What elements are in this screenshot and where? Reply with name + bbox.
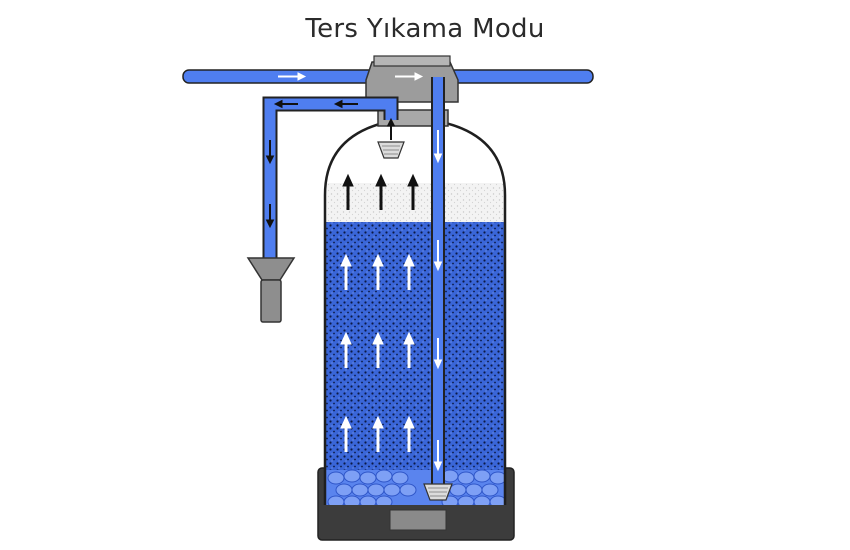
arrow-up-icon <box>372 415 384 452</box>
filter-tank <box>323 116 507 505</box>
inlet-flow-arrows <box>278 72 424 81</box>
arrow-up-icon <box>403 331 415 368</box>
upper-distributor-icon <box>377 141 405 159</box>
drain-line <box>262 96 399 258</box>
freeboard-zone <box>325 183 505 223</box>
arrow-down-icon <box>433 240 443 272</box>
diagram-title: Ters Yıkama Modu <box>305 14 545 44</box>
gravel-layer <box>325 469 505 505</box>
riser-flow-arrows <box>433 130 443 472</box>
freeboard-flow-arrows <box>342 173 419 210</box>
arrow-right-icon <box>278 72 307 81</box>
arrow-up-icon <box>403 415 415 452</box>
arrow-up-icon <box>372 331 384 368</box>
arrow-down-icon <box>433 338 443 370</box>
arrow-down-icon <box>433 440 443 472</box>
arrow-up-icon <box>340 253 352 290</box>
arrow-right-icon <box>395 72 424 81</box>
arrow-left-icon <box>273 99 298 109</box>
arrow-down-icon <box>265 140 275 165</box>
arrow-up-icon <box>403 253 415 290</box>
arrow-up-icon <box>340 331 352 368</box>
arrow-up-icon <box>342 173 354 210</box>
lower-distributor-icon <box>423 483 453 501</box>
drain-funnel <box>246 257 296 323</box>
arrow-up-icon <box>386 117 396 140</box>
media-flow-arrows <box>340 253 415 452</box>
media-bed <box>325 222 505 505</box>
arrow-up-icon <box>407 173 419 210</box>
arrow-up-icon <box>375 173 387 210</box>
arrow-up-icon <box>372 253 384 290</box>
arrow-left-icon <box>333 99 358 109</box>
drain-flow-arrows <box>265 99 396 229</box>
arrow-down-icon <box>433 130 443 164</box>
arrow-down-icon <box>265 204 275 229</box>
arrow-up-icon <box>340 415 352 452</box>
